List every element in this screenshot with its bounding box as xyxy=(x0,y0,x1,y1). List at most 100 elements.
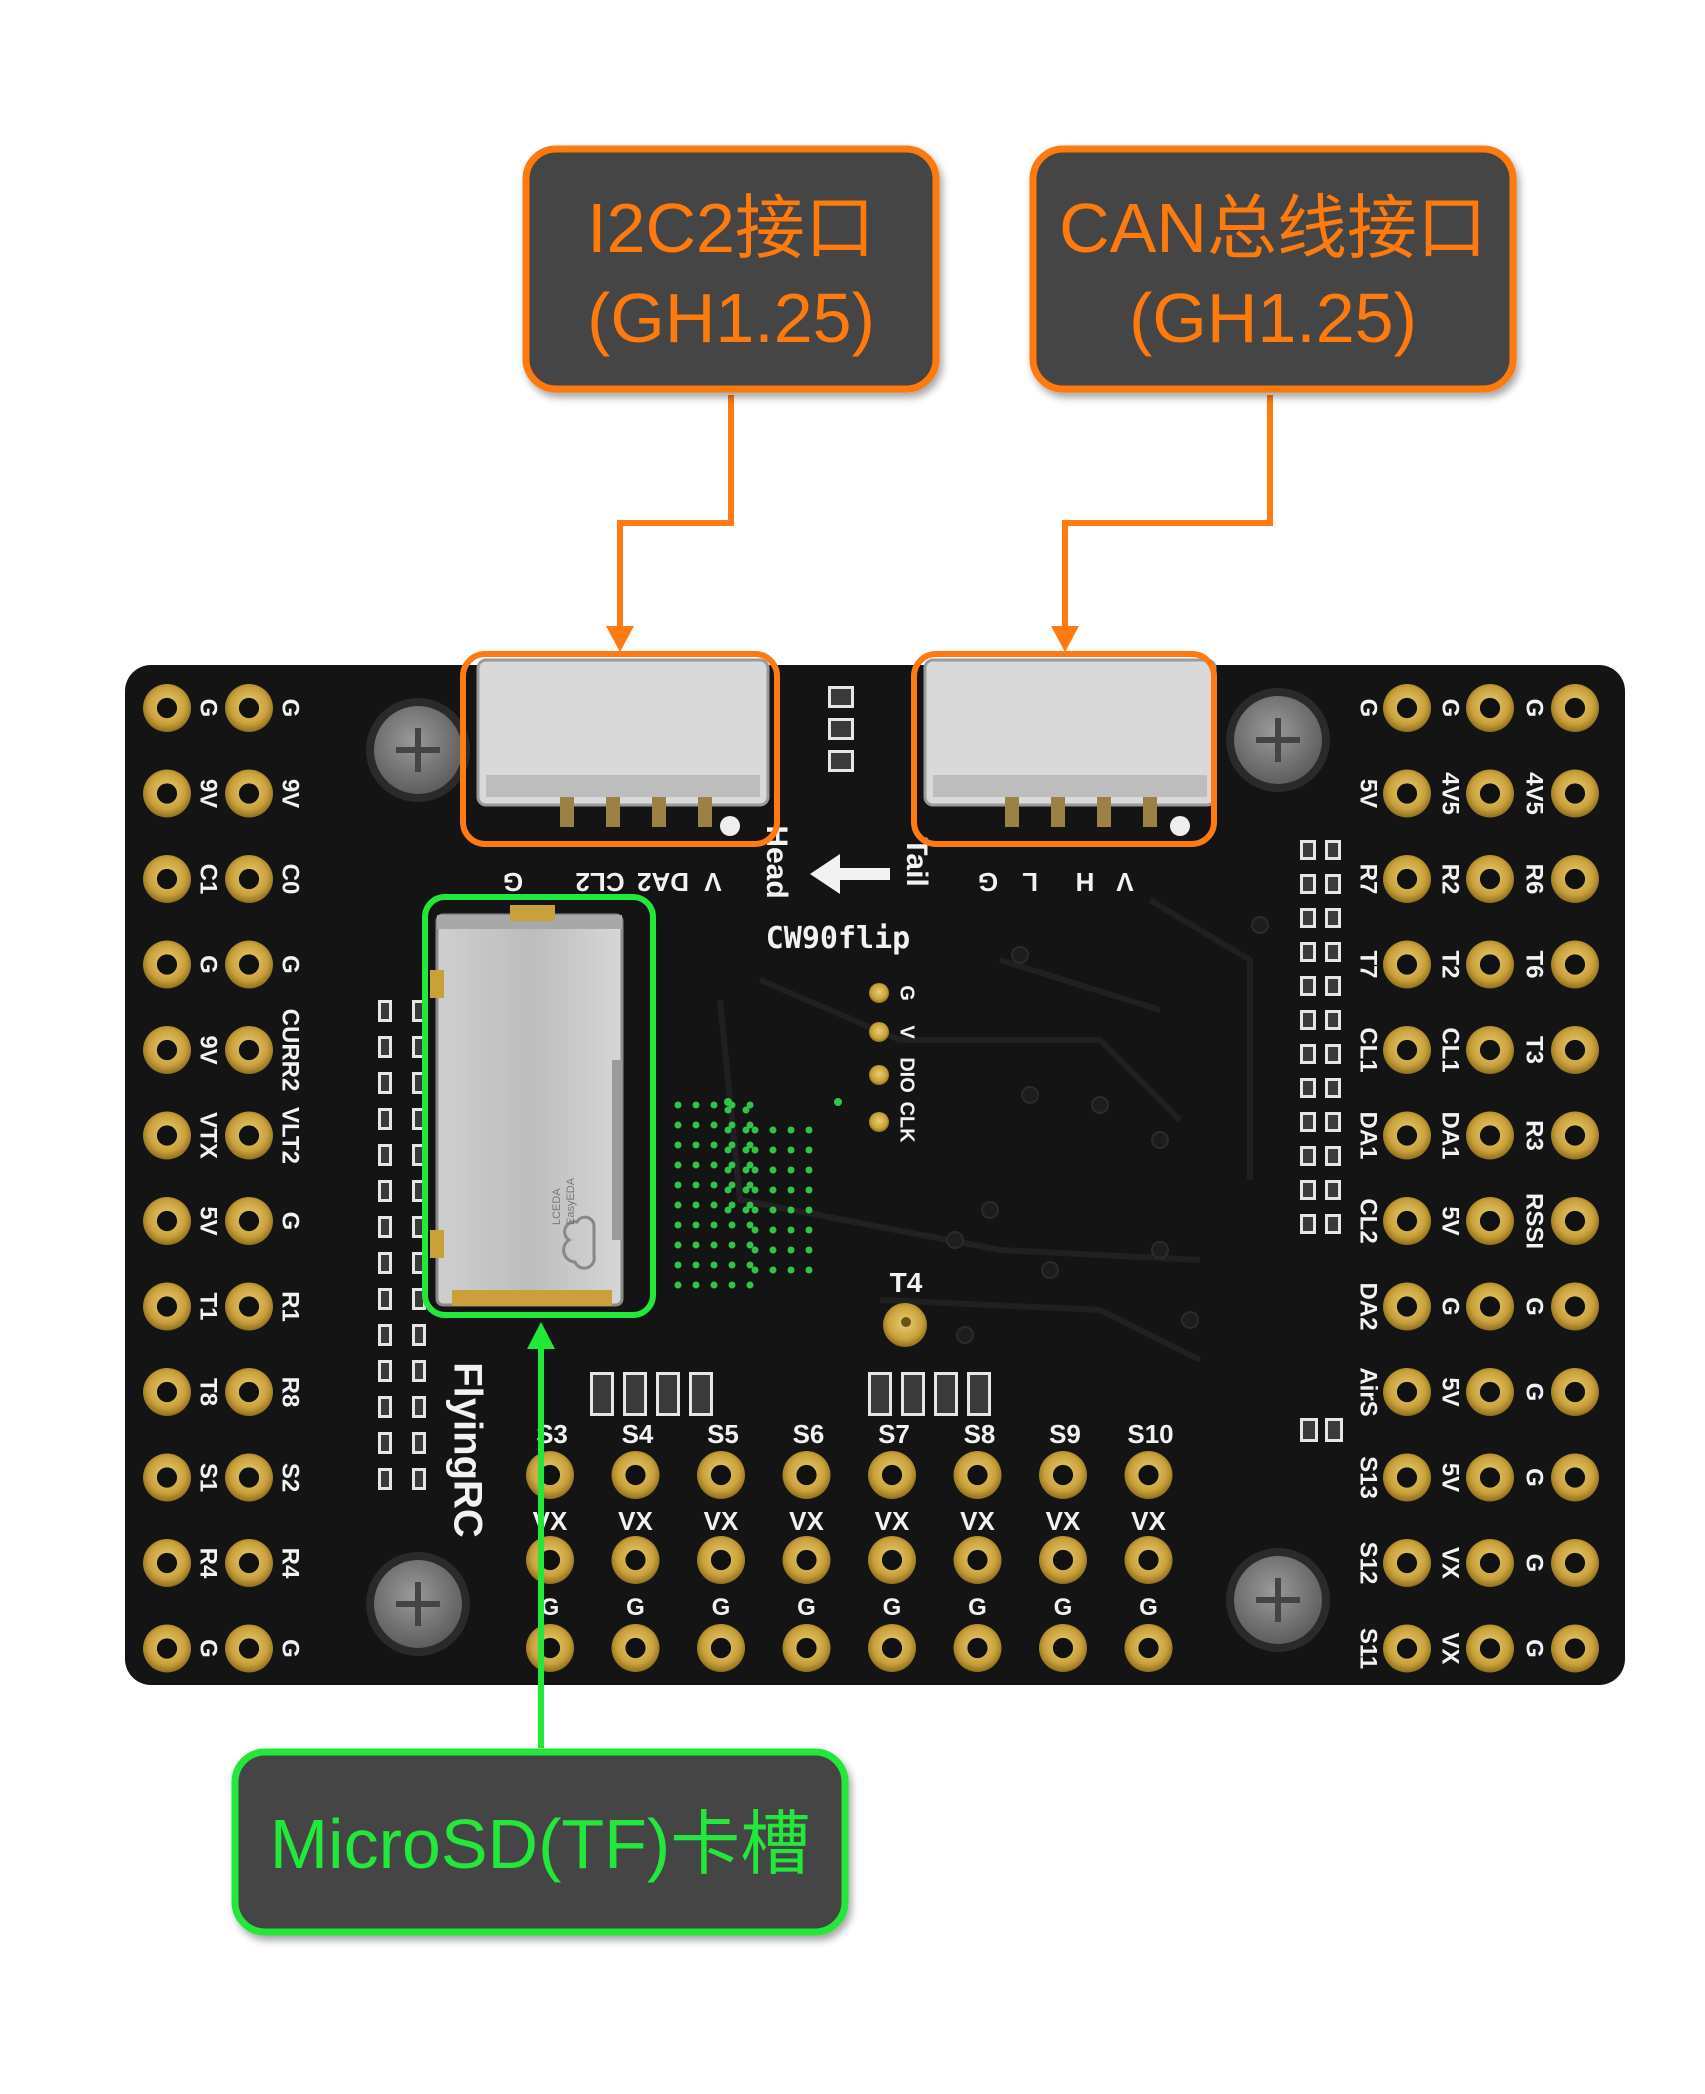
left-pad-header xyxy=(143,684,273,1673)
smd-capacitor xyxy=(1325,1078,1341,1098)
right-label-col3: 4V5 xyxy=(1521,772,1548,815)
left-label-col2: CURR2 xyxy=(277,1009,304,1092)
smd-capacitor xyxy=(1325,908,1341,928)
servo-ground-pad xyxy=(1124,1624,1173,1672)
right-label-col3: G xyxy=(1521,699,1548,718)
smd-capacitor xyxy=(1325,1418,1343,1442)
left-pad-col2 xyxy=(225,769,273,818)
servo-g-label: G xyxy=(712,1594,731,1621)
left-label-col1: R4 xyxy=(195,1548,222,1579)
left-label-col1: 9V xyxy=(195,1035,222,1064)
servo-g-label: G xyxy=(541,1594,560,1621)
can-pin-label: V xyxy=(1116,867,1134,897)
left-pad-col1 xyxy=(143,1453,191,1502)
left-label-col2: G xyxy=(277,1639,304,1658)
smd-capacitor xyxy=(1300,976,1316,996)
left-label-col2: VLT2 xyxy=(277,1107,304,1164)
servo-vx-label: VX xyxy=(1131,1506,1166,1536)
sd-logo-text-2: EasyEDA xyxy=(565,1177,577,1225)
servo-vx-label: VX xyxy=(960,1506,995,1536)
servo-g-label: G xyxy=(797,1594,816,1621)
servo-g-label: G xyxy=(1054,1594,1073,1621)
right-pad-col2 xyxy=(1466,1282,1514,1331)
left-label-col2: R8 xyxy=(277,1377,304,1408)
smd-capacitor xyxy=(378,1324,392,1346)
can-connector xyxy=(923,658,1217,836)
left-label-col1: T1 xyxy=(195,1292,222,1320)
right-pad-col3 xyxy=(1551,769,1599,818)
servo-signal-pad xyxy=(1039,1451,1087,1499)
servo-label: S10 xyxy=(1127,1419,1173,1449)
servo-vx-pad xyxy=(1039,1536,1087,1584)
smd-capacitor xyxy=(1325,874,1341,894)
right-pad-col1 xyxy=(1383,684,1431,732)
left-pad-col2 xyxy=(225,1368,273,1416)
right-label-col1: S12 xyxy=(1355,1542,1382,1585)
i2c-pin-label: CL2 xyxy=(575,867,624,897)
right-label-col3: RSSI xyxy=(1521,1193,1548,1249)
right-pad-col3 xyxy=(1551,1197,1599,1245)
smd-capacitor xyxy=(1300,1044,1316,1064)
right-pad-col3 xyxy=(1551,1539,1599,1587)
servo-signal-pad xyxy=(868,1451,916,1499)
cloud-logo-icon xyxy=(562,1215,596,1270)
left-pad-col1 xyxy=(143,1624,191,1673)
left-label-col1: G xyxy=(195,955,222,974)
can-pin-label: L xyxy=(1022,867,1038,897)
right-label-col1: T7 xyxy=(1355,950,1382,978)
sd-callout-title: MicroSD(TF)卡槽 xyxy=(270,1805,810,1883)
left-pad-col1 xyxy=(143,940,191,989)
i2c-leader-line xyxy=(606,395,734,652)
smd-capacitor xyxy=(689,1372,713,1416)
left-pad-col2 xyxy=(225,940,273,989)
microsd-slot: LCEDA EasyEDA xyxy=(430,905,624,1307)
servo-vx-pad xyxy=(953,1536,1002,1584)
left-label-col2: G xyxy=(277,1212,304,1231)
right-label-col2: R2 xyxy=(1437,864,1464,895)
can-leader-line xyxy=(1051,395,1273,652)
left-label-col2: 9V xyxy=(277,779,304,808)
servo-label: S6 xyxy=(793,1419,825,1449)
can-callout: CAN总线接口 (GH1.25) xyxy=(1029,145,1517,393)
swd-pin-label: G xyxy=(896,985,918,1001)
servo-label: S7 xyxy=(878,1419,910,1449)
left-pad-col2 xyxy=(225,1282,273,1331)
smd-capacitor xyxy=(1300,1010,1316,1030)
swd-pads xyxy=(869,983,889,1132)
servo-label: S8 xyxy=(964,1419,996,1449)
smd-capacitor xyxy=(1325,1180,1341,1200)
right-label-col3: G xyxy=(1521,1639,1548,1658)
via-grid xyxy=(674,1098,842,1289)
right-label-col1: 5V xyxy=(1355,779,1382,808)
smd-capacitor xyxy=(1325,942,1341,962)
right-pad-col1 xyxy=(1383,1197,1431,1245)
screw-plus-icon xyxy=(366,698,470,802)
right-pad-col3 xyxy=(1551,1453,1599,1502)
servo-vx-label: VX xyxy=(789,1506,824,1536)
i2c-highlight-box xyxy=(460,651,780,847)
screw-plus-icon xyxy=(1226,1548,1330,1652)
smd-capacitor xyxy=(967,1372,991,1416)
right-pad-col1 xyxy=(1383,1026,1431,1074)
right-label-col3: G xyxy=(1521,1554,1548,1573)
right-pad-col3 xyxy=(1551,940,1599,989)
can-callout-subtitle: (GH1.25) xyxy=(1129,279,1417,357)
servo-ground-pad xyxy=(697,1624,745,1672)
right-pad-col2 xyxy=(1466,1539,1514,1587)
smd-capacitor xyxy=(1300,840,1316,860)
i2c-callout: I2C2接口 (GH1.25) xyxy=(522,145,940,393)
right-label-col3: T6 xyxy=(1521,950,1548,978)
servo-vx-label: VX xyxy=(1046,1506,1081,1536)
servo-vx-pad xyxy=(526,1536,574,1584)
swd-pin-label: V xyxy=(896,1025,918,1039)
t4-label: T4 xyxy=(890,1267,923,1298)
right-pad-col1 xyxy=(1383,1539,1431,1587)
servo-label: S5 xyxy=(707,1419,739,1449)
right-pad-col3 xyxy=(1551,684,1599,732)
smd-capacitor xyxy=(378,1036,392,1058)
servo-ground-pad xyxy=(526,1624,574,1672)
right-pad-col2 xyxy=(1466,1453,1514,1502)
right-pad-col3 xyxy=(1551,1368,1599,1416)
